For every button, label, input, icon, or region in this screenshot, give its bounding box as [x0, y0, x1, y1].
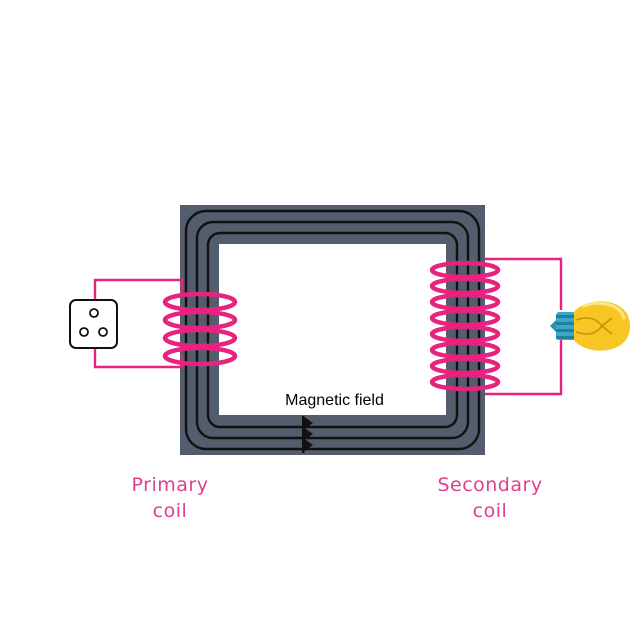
primary-coil-label-line1: Primary — [131, 474, 209, 496]
magnetic-field-label: Magnetic field — [285, 392, 384, 409]
secondary-coil — [429, 260, 501, 392]
flux-direction-arrow — [302, 416, 313, 453]
transformer-core — [180, 205, 485, 455]
primary-coil — [162, 291, 238, 367]
secondary-wires — [485, 257, 563, 396]
secondary-coil-label: Secondary coil — [420, 472, 560, 524]
secondary-coil-label-line1: Secondary — [437, 474, 543, 496]
power-socket-icon — [69, 299, 118, 349]
primary-coil-label: Primary coil — [110, 472, 230, 524]
light-bulb-icon — [550, 301, 630, 351]
secondary-coil-label-line2: coil — [472, 500, 508, 522]
primary-coil-label-line2: coil — [152, 500, 188, 522]
